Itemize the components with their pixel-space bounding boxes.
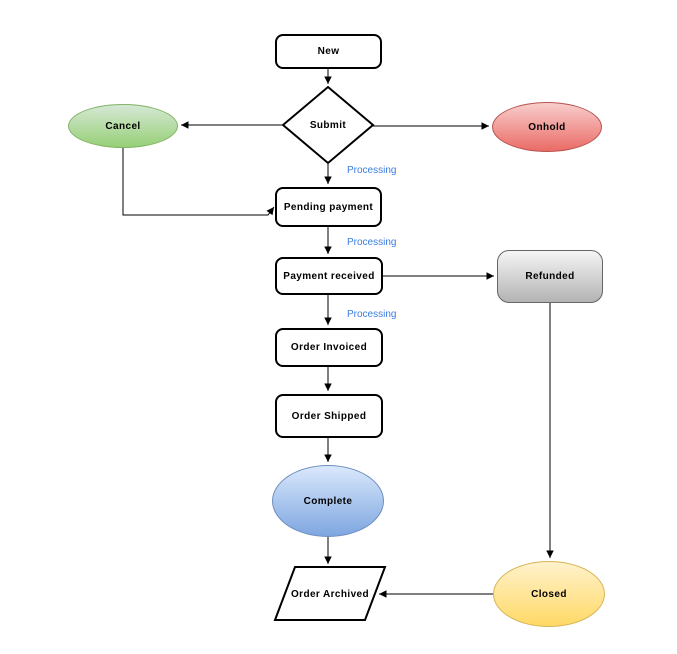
node-order-archived: Order Archived <box>276 587 384 601</box>
node-order-archived-parallelogram-shape <box>273 566 387 621</box>
node-pending-payment: Pending payment <box>275 187 382 227</box>
node-refunded: Refunded <box>497 250 603 303</box>
node-complete-label: Complete <box>303 495 353 507</box>
node-new: New <box>275 34 382 69</box>
node-payment-received: Payment received <box>275 257 383 295</box>
node-cancel: Cancel <box>68 104 178 148</box>
node-closed-label: Closed <box>531 588 567 600</box>
node-refunded-label: Refunded <box>525 271 575 282</box>
node-onhold-label: Onhold <box>528 121 566 133</box>
edge-label-processing-2: Processing <box>347 237 397 248</box>
node-complete: Complete <box>272 465 384 537</box>
edge-label-processing-3: Processing <box>347 309 397 320</box>
node-onhold: Onhold <box>492 102 602 152</box>
node-order-shipped: Order Shipped <box>275 394 383 438</box>
node-submit: Submit <box>283 118 373 132</box>
edge-label-processing-1: Processing <box>347 165 397 176</box>
node-new-label: New <box>317 46 340 57</box>
node-payment-received-label: Payment received <box>283 270 375 282</box>
node-order-shipped-label: Order Shipped <box>291 410 367 422</box>
node-submit-diamond-shape <box>281 85 375 165</box>
node-closed: Closed <box>493 561 605 627</box>
node-order-invoiced: Order Invoiced <box>275 328 383 367</box>
edge-cancel-pending-payment <box>122 148 275 216</box>
node-submit-label: Submit <box>309 119 347 131</box>
node-cancel-label: Cancel <box>105 120 141 132</box>
node-order-archived-label: Order Archived <box>290 588 370 600</box>
node-order-invoiced-label: Order Invoiced <box>290 342 368 353</box>
node-pending-payment-label: Pending payment <box>283 201 374 213</box>
